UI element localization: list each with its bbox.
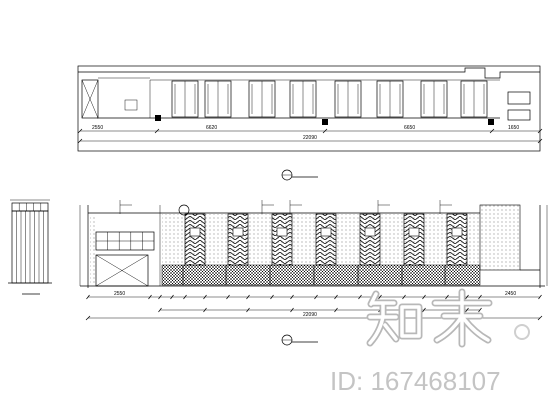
plan-hatched-box — [81, 79, 99, 119]
floor-plan: 2550 6620 6650 1650 22090 — [77, 65, 543, 152]
column-plaque — [451, 227, 463, 237]
watermark-char-mo — [431, 288, 493, 348]
plan-hatched-box-cross — [81, 79, 99, 119]
plan-dim-label: 6650 — [404, 125, 415, 131]
watermark-stroke-fill — [368, 292, 421, 345]
elev-dim-tick — [170, 294, 174, 300]
section-symbol — [281, 169, 318, 181]
zigzag-column — [227, 213, 249, 266]
elev-dim-tick — [183, 294, 187, 300]
watermark-char-zhi — [366, 290, 423, 347]
plan-dim-tick — [537, 128, 543, 134]
watermark-id: ID: 167468107 — [330, 366, 501, 396]
elev-dim-tick — [314, 294, 318, 300]
column-plaque — [232, 227, 244, 237]
watermark-stroke-fill — [433, 290, 491, 346]
zigzag-column — [184, 213, 206, 266]
elev-dim-tick — [246, 307, 250, 313]
elev-dim-tick — [270, 294, 274, 300]
left-dotted-panel — [90, 215, 96, 285]
elev-dim-tick — [478, 307, 482, 313]
zigzag-column — [403, 213, 425, 266]
column-plaque — [408, 227, 420, 237]
plan-column-marker — [488, 119, 494, 125]
elev-dim-tick — [445, 294, 449, 300]
elev-dim-tick — [158, 307, 162, 313]
column-plaque — [364, 227, 376, 237]
elev-dim-tick — [158, 294, 162, 300]
zigzag-column — [359, 213, 381, 266]
decorative-columns — [182, 213, 468, 285]
section-symbol — [281, 334, 318, 346]
elev-dim-label: 2550 — [114, 291, 125, 297]
zigzag-column — [315, 213, 337, 266]
elev-dim-tick — [246, 294, 250, 300]
elev-dim-tick — [226, 294, 230, 300]
elev-leader-tags — [119, 200, 452, 214]
plan-panel-row — [171, 80, 488, 118]
elev-dim-tick — [86, 294, 90, 300]
zigzag-column — [446, 213, 468, 266]
plan-dim-tick — [322, 128, 328, 134]
elev-total-tick — [85, 315, 91, 321]
plan-right-box-lower — [507, 109, 531, 121]
side-top-band — [11, 202, 49, 212]
shelf-cells — [96, 232, 154, 250]
watermark-badge-icon — [514, 324, 530, 340]
elev-dim-tick — [538, 294, 542, 300]
elev-dim-tick — [290, 294, 294, 300]
elev-dim-label: 2450 — [505, 291, 516, 297]
plan-dim-label: 1650 — [508, 125, 519, 131]
elev-dim-tick — [148, 294, 152, 300]
plan-dim-label: 2550 — [92, 125, 103, 131]
plan-total-label: 22090 — [303, 135, 317, 141]
plan-dim-tick — [489, 128, 495, 134]
cabinet-cross — [95, 254, 149, 287]
elev-dim-tick — [422, 307, 426, 313]
elev-total-label: 22090 — [303, 312, 317, 318]
column-plaque — [276, 227, 288, 237]
elev-dim-tick — [402, 294, 406, 300]
elev-dim-tick — [422, 294, 426, 300]
wall-elevation: 2550 2450 22090 — [79, 200, 548, 321]
right-dotted-block — [479, 204, 521, 271]
elev-dim-tick — [334, 294, 338, 300]
side-elevation — [8, 199, 52, 295]
column-plaque — [320, 227, 332, 237]
side-vertical-lines — [16, 203, 44, 283]
elev-dim-tick — [290, 307, 294, 313]
elev-total-tick — [537, 315, 543, 321]
elev-dim-tick — [203, 294, 207, 300]
plan-dim-label: 6620 — [206, 125, 217, 131]
zigzag-column — [271, 213, 293, 266]
elev-dim-tick — [334, 307, 338, 313]
elev-dim-tick — [203, 307, 207, 313]
elev-dim-tick — [465, 307, 469, 313]
plan-top-wall — [78, 67, 540, 79]
elev-dim-tick — [378, 294, 382, 300]
elev-dim-tick — [358, 294, 362, 300]
elev-dim-tick — [478, 294, 482, 300]
plan-right-box-upper — [507, 91, 531, 105]
elev-tag-circle — [178, 204, 190, 216]
plan-small-box — [124, 99, 138, 111]
column-plaque — [189, 227, 201, 237]
plan-column-marker — [322, 119, 328, 125]
plan-column-marker — [155, 115, 161, 121]
plan-dim-tick — [77, 128, 83, 134]
plan-outline — [77, 65, 541, 152]
base-band — [161, 264, 481, 286]
elev-dim-tick — [465, 294, 469, 300]
watermark-logo — [366, 288, 530, 348]
plan-dim-tick — [154, 128, 160, 134]
